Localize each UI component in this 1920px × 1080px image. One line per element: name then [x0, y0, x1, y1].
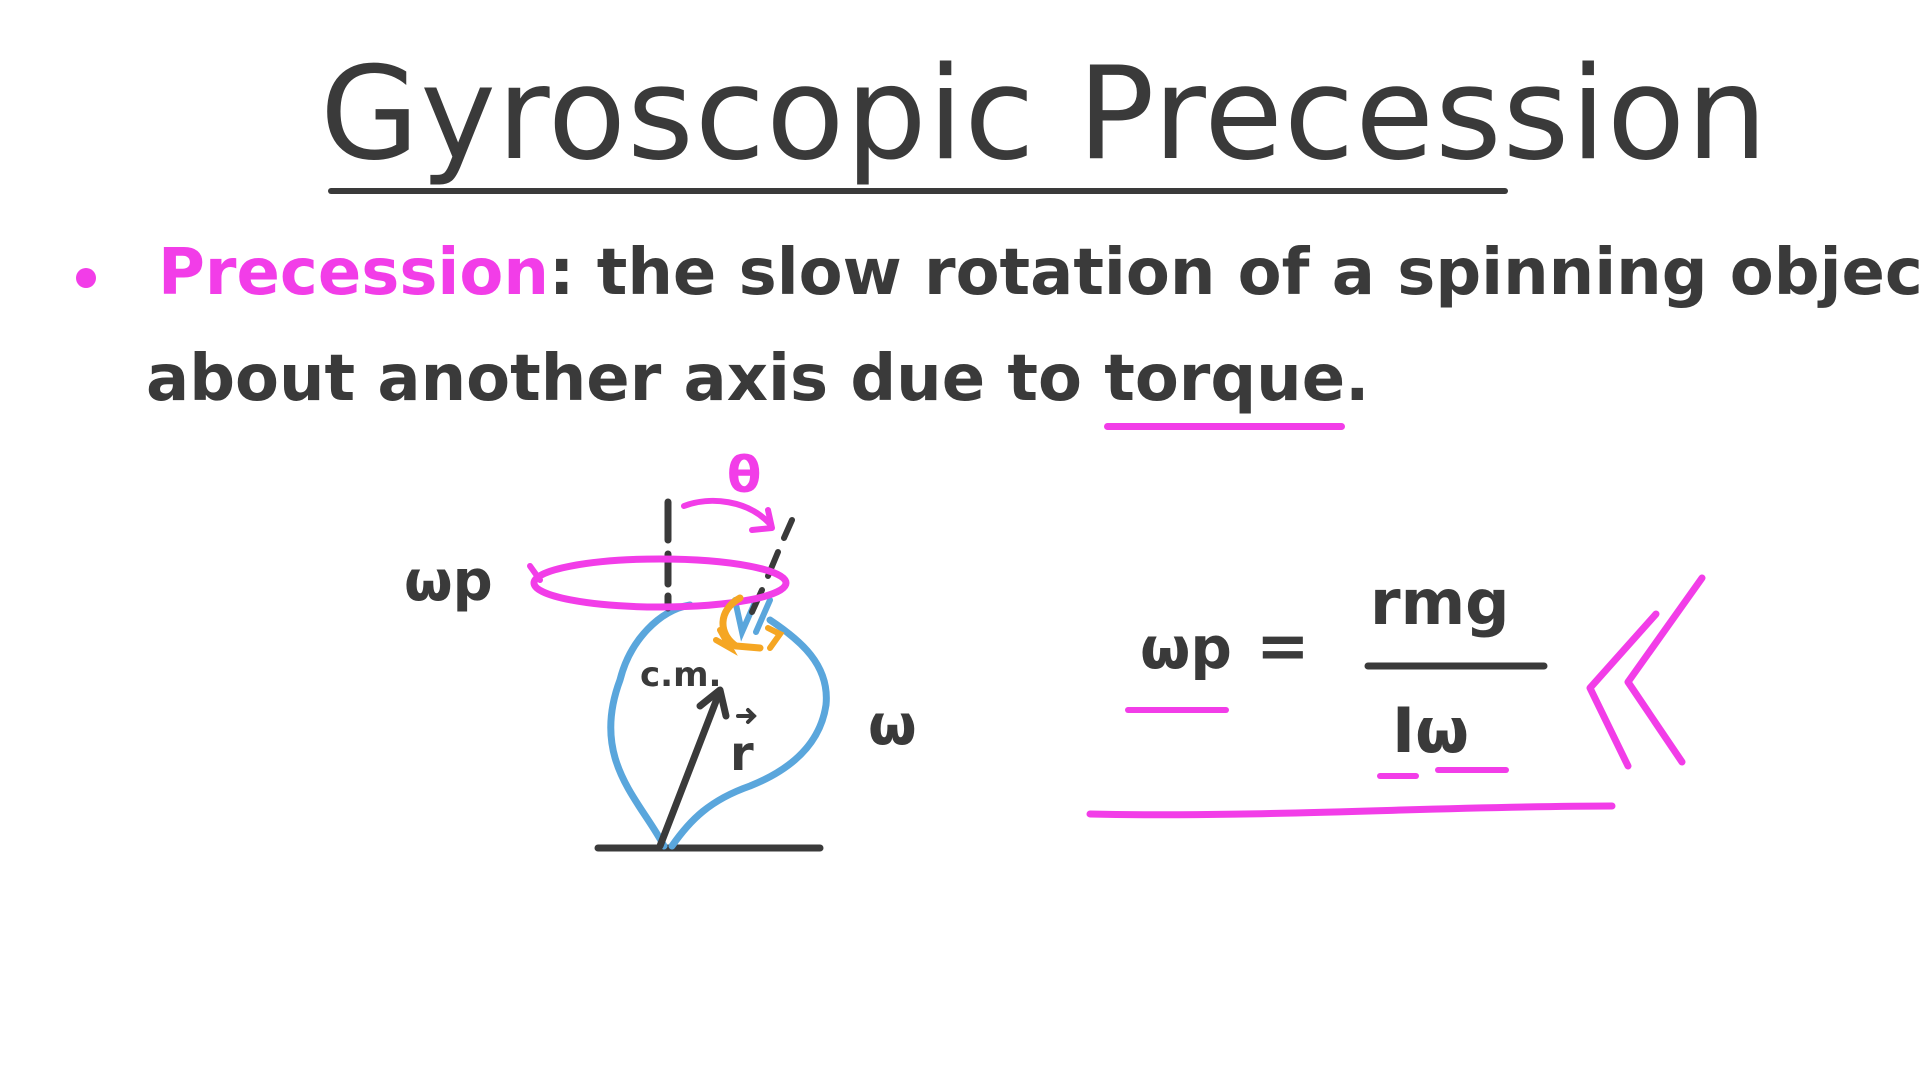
- angle-arc: [681, 497, 773, 527]
- position-vector-label: r: [730, 726, 754, 782]
- equation-denominator: Iω: [1392, 694, 1469, 767]
- definition-line-2: about another axis due to torque.: [146, 342, 1370, 430]
- torque-underline: [1104, 423, 1346, 430]
- definition-text-2: about another axis due to: [146, 342, 1105, 416]
- ellipse-tick: [527, 563, 543, 583]
- spinning-top-outline: [607, 601, 830, 850]
- equation-underline: [1086, 802, 1616, 819]
- spin-arrow: [719, 594, 764, 652]
- equation-lhs: ωp: [1140, 614, 1232, 682]
- vector-hat-arrow: [736, 708, 757, 724]
- angle-arc-arrowhead: [749, 507, 775, 533]
- equation-equals: =: [1256, 610, 1310, 684]
- position-vector-arrowhead: [696, 686, 730, 720]
- precession-path-ellipse: [530, 555, 790, 611]
- equation-numerator: rmg: [1370, 566, 1510, 639]
- position-vector: [656, 692, 722, 850]
- bullet-dot: [76, 268, 96, 288]
- emphasis-chevron-inner: [1624, 574, 1706, 766]
- torque-word: torque: [1104, 342, 1346, 416]
- angle-label: θ: [727, 446, 761, 504]
- definition-colon: :: [548, 236, 575, 310]
- definition-term: Precession: [158, 236, 549, 310]
- torque-emphasis: torque: [1104, 342, 1346, 430]
- emphasis-chevron-outer: [1586, 610, 1660, 770]
- definition-period: .: [1345, 342, 1370, 416]
- spin-arrowhead-left: [713, 627, 738, 656]
- spin-arrowhead-right: [765, 625, 785, 651]
- definition-line-1: Precession: the slow rotation of a spinn…: [158, 236, 1920, 310]
- definition-text-1: the slow rotation of a spinning object: [596, 236, 1920, 310]
- slide-title: Gyroscopic Precession: [320, 40, 1769, 189]
- spin-rate-label: ω: [868, 693, 917, 758]
- center-of-mass-label: c.m.: [640, 655, 721, 695]
- precession-rate-label: ωp: [404, 549, 493, 614]
- title-underline: [328, 188, 1508, 194]
